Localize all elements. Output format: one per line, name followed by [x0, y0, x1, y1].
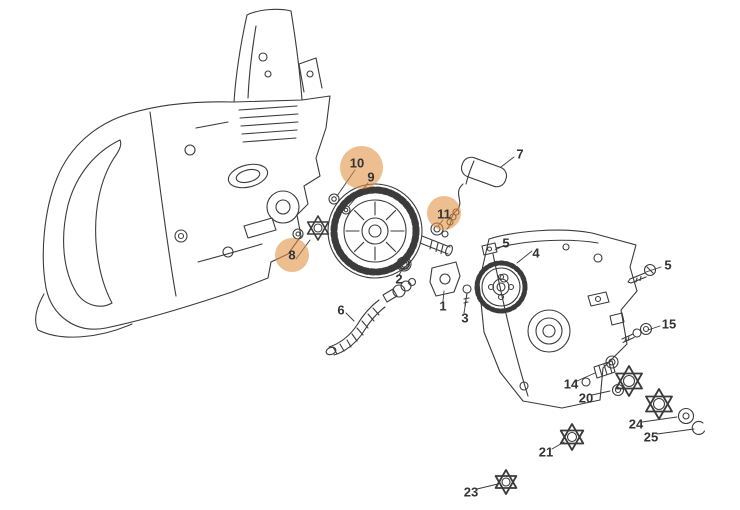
callout-7[interactable]: 7	[516, 146, 524, 162]
callout-9[interactable]: 9	[367, 169, 375, 185]
tensioner-parts	[593, 360, 625, 397]
callout-14[interactable]: 14	[563, 376, 579, 392]
callout-10[interactable]: 10	[349, 155, 365, 171]
highlight-circle-part-8	[275, 238, 309, 272]
callout-25[interactable]: 25	[643, 429, 659, 445]
callout-5-screw[interactable]: 5	[664, 257, 672, 273]
highlight-circle-part-11	[427, 196, 461, 230]
clip	[481, 242, 498, 256]
chain-sprocket	[474, 260, 528, 314]
washer-24	[677, 407, 695, 425]
callout-8[interactable]: 8	[288, 247, 296, 263]
callout-20[interactable]: 20	[578, 390, 594, 406]
callout-21[interactable]: 21	[538, 444, 554, 460]
sprocket-cover-plate	[478, 229, 638, 409]
callout-6[interactable]: 6	[337, 302, 345, 318]
callout-23[interactable]: 23	[463, 484, 479, 500]
callout-1[interactable]: 1	[439, 298, 447, 314]
callout-2[interactable]: 2	[395, 271, 403, 287]
e-clip-25	[691, 420, 706, 435]
highlight-circle-parts-9-10	[340, 146, 383, 189]
star-gear-23	[494, 469, 518, 495]
screw-5	[627, 263, 657, 284]
flywheel	[327, 183, 453, 279]
callout-24[interactable]: 24	[628, 416, 644, 432]
star-gear-upper	[615, 365, 643, 397]
leader-lines	[295, 156, 695, 490]
oil-pump-assembly	[396, 222, 472, 307]
callout-15[interactable]: 15	[661, 316, 677, 332]
artwork-root	[35, 8, 706, 495]
housing	[35, 8, 331, 338]
starter-pawl-and-washers	[292, 193, 351, 241]
callout-3[interactable]: 3	[461, 310, 469, 326]
star-gear-lower	[645, 388, 673, 420]
star-gear-21	[559, 423, 585, 451]
oil-hose	[325, 277, 417, 356]
callout-11[interactable]: 11	[437, 206, 451, 222]
callout-5-clip[interactable]: 5	[502, 235, 510, 251]
callout-4[interactable]: 4	[532, 245, 540, 261]
